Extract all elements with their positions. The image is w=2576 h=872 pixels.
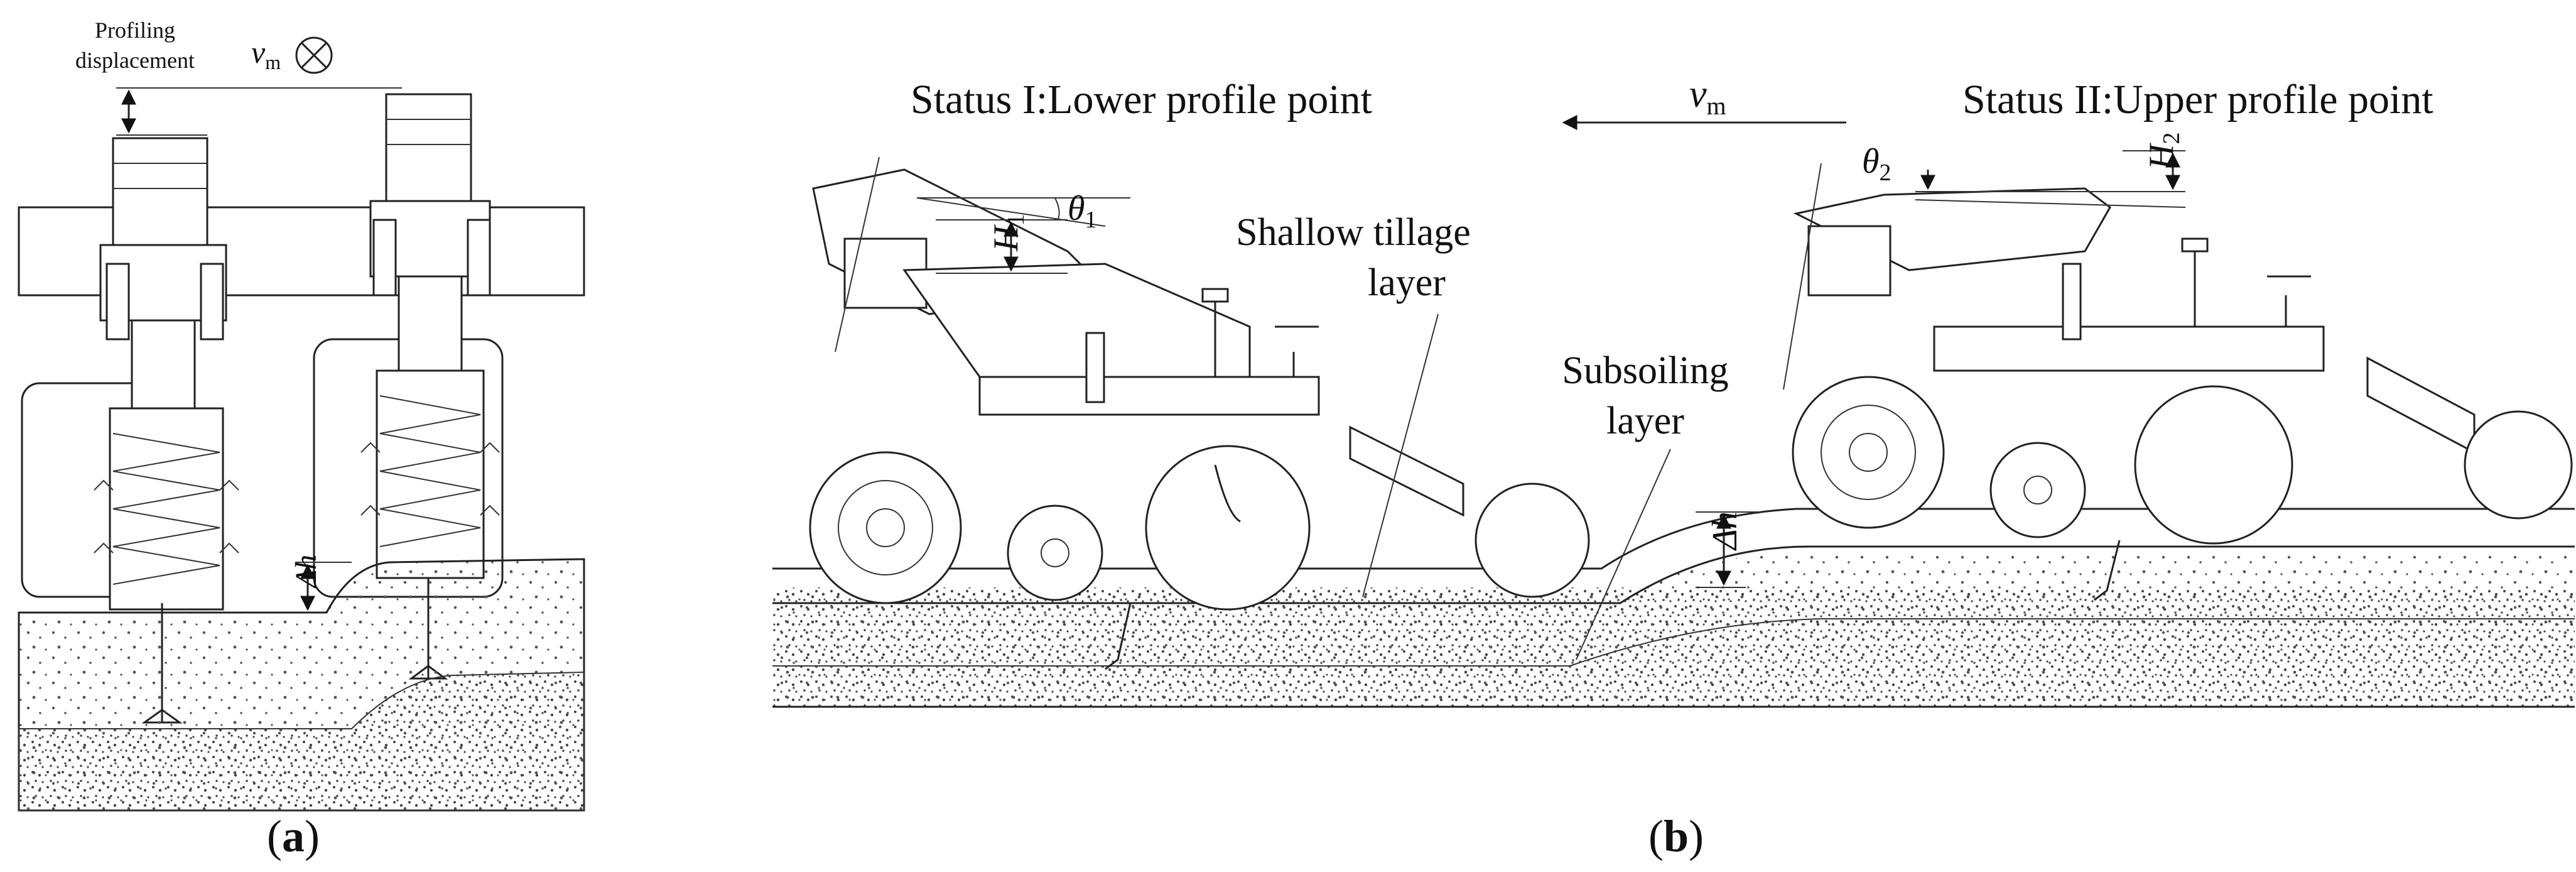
shallow-label-line1: Shallow tillage xyxy=(1236,211,1471,254)
subsoil-layer-boundary xyxy=(772,618,2575,667)
subsoil-label-line1: Subsoiling xyxy=(1562,349,1728,392)
status-2-label: Status II:Upper profile point xyxy=(1962,77,2433,123)
machine-status-2 xyxy=(1783,163,2573,601)
tillage-unit-lower xyxy=(94,137,239,724)
velocity-label-b: vm xyxy=(1689,73,1726,120)
shallow-leader-line xyxy=(1362,313,1439,597)
theta2-label: θ2 xyxy=(1862,142,1891,186)
panel-b: Status I:Lower profile point Status II:U… xyxy=(772,73,2575,861)
subsoil-label-line2: layer xyxy=(1606,400,1684,442)
profiling-label-line2: displacement xyxy=(75,48,195,73)
surface-line-b xyxy=(772,508,2575,570)
panel-a: Profiling displacement vm xyxy=(18,18,585,861)
shallow-layer-boundary xyxy=(772,545,2575,604)
circle-cross-icon xyxy=(295,36,333,74)
status-1-label: Status I:Lower profile point xyxy=(911,77,1372,123)
delta-h-label-b: Δh xyxy=(1706,511,1745,551)
velocity-label-a: vm xyxy=(251,35,281,74)
subsoil-leader-line xyxy=(1576,449,1671,660)
machine-status-1 xyxy=(809,156,1590,670)
subsoil-layer-a xyxy=(18,671,585,811)
h1-label: H1 xyxy=(987,214,1029,252)
shallow-label-line2: layer xyxy=(1368,261,1446,304)
theta1-label: θ1 xyxy=(1068,189,1097,233)
h2-label: H2 xyxy=(2142,133,2185,170)
delta-h-label-a: Δh xyxy=(290,555,323,589)
profiling-label-line1: Profiling xyxy=(95,18,175,43)
caption-b: (b) xyxy=(1648,811,1704,861)
tillage-unit-upper xyxy=(360,93,500,680)
caption-a: (a) xyxy=(267,811,320,861)
